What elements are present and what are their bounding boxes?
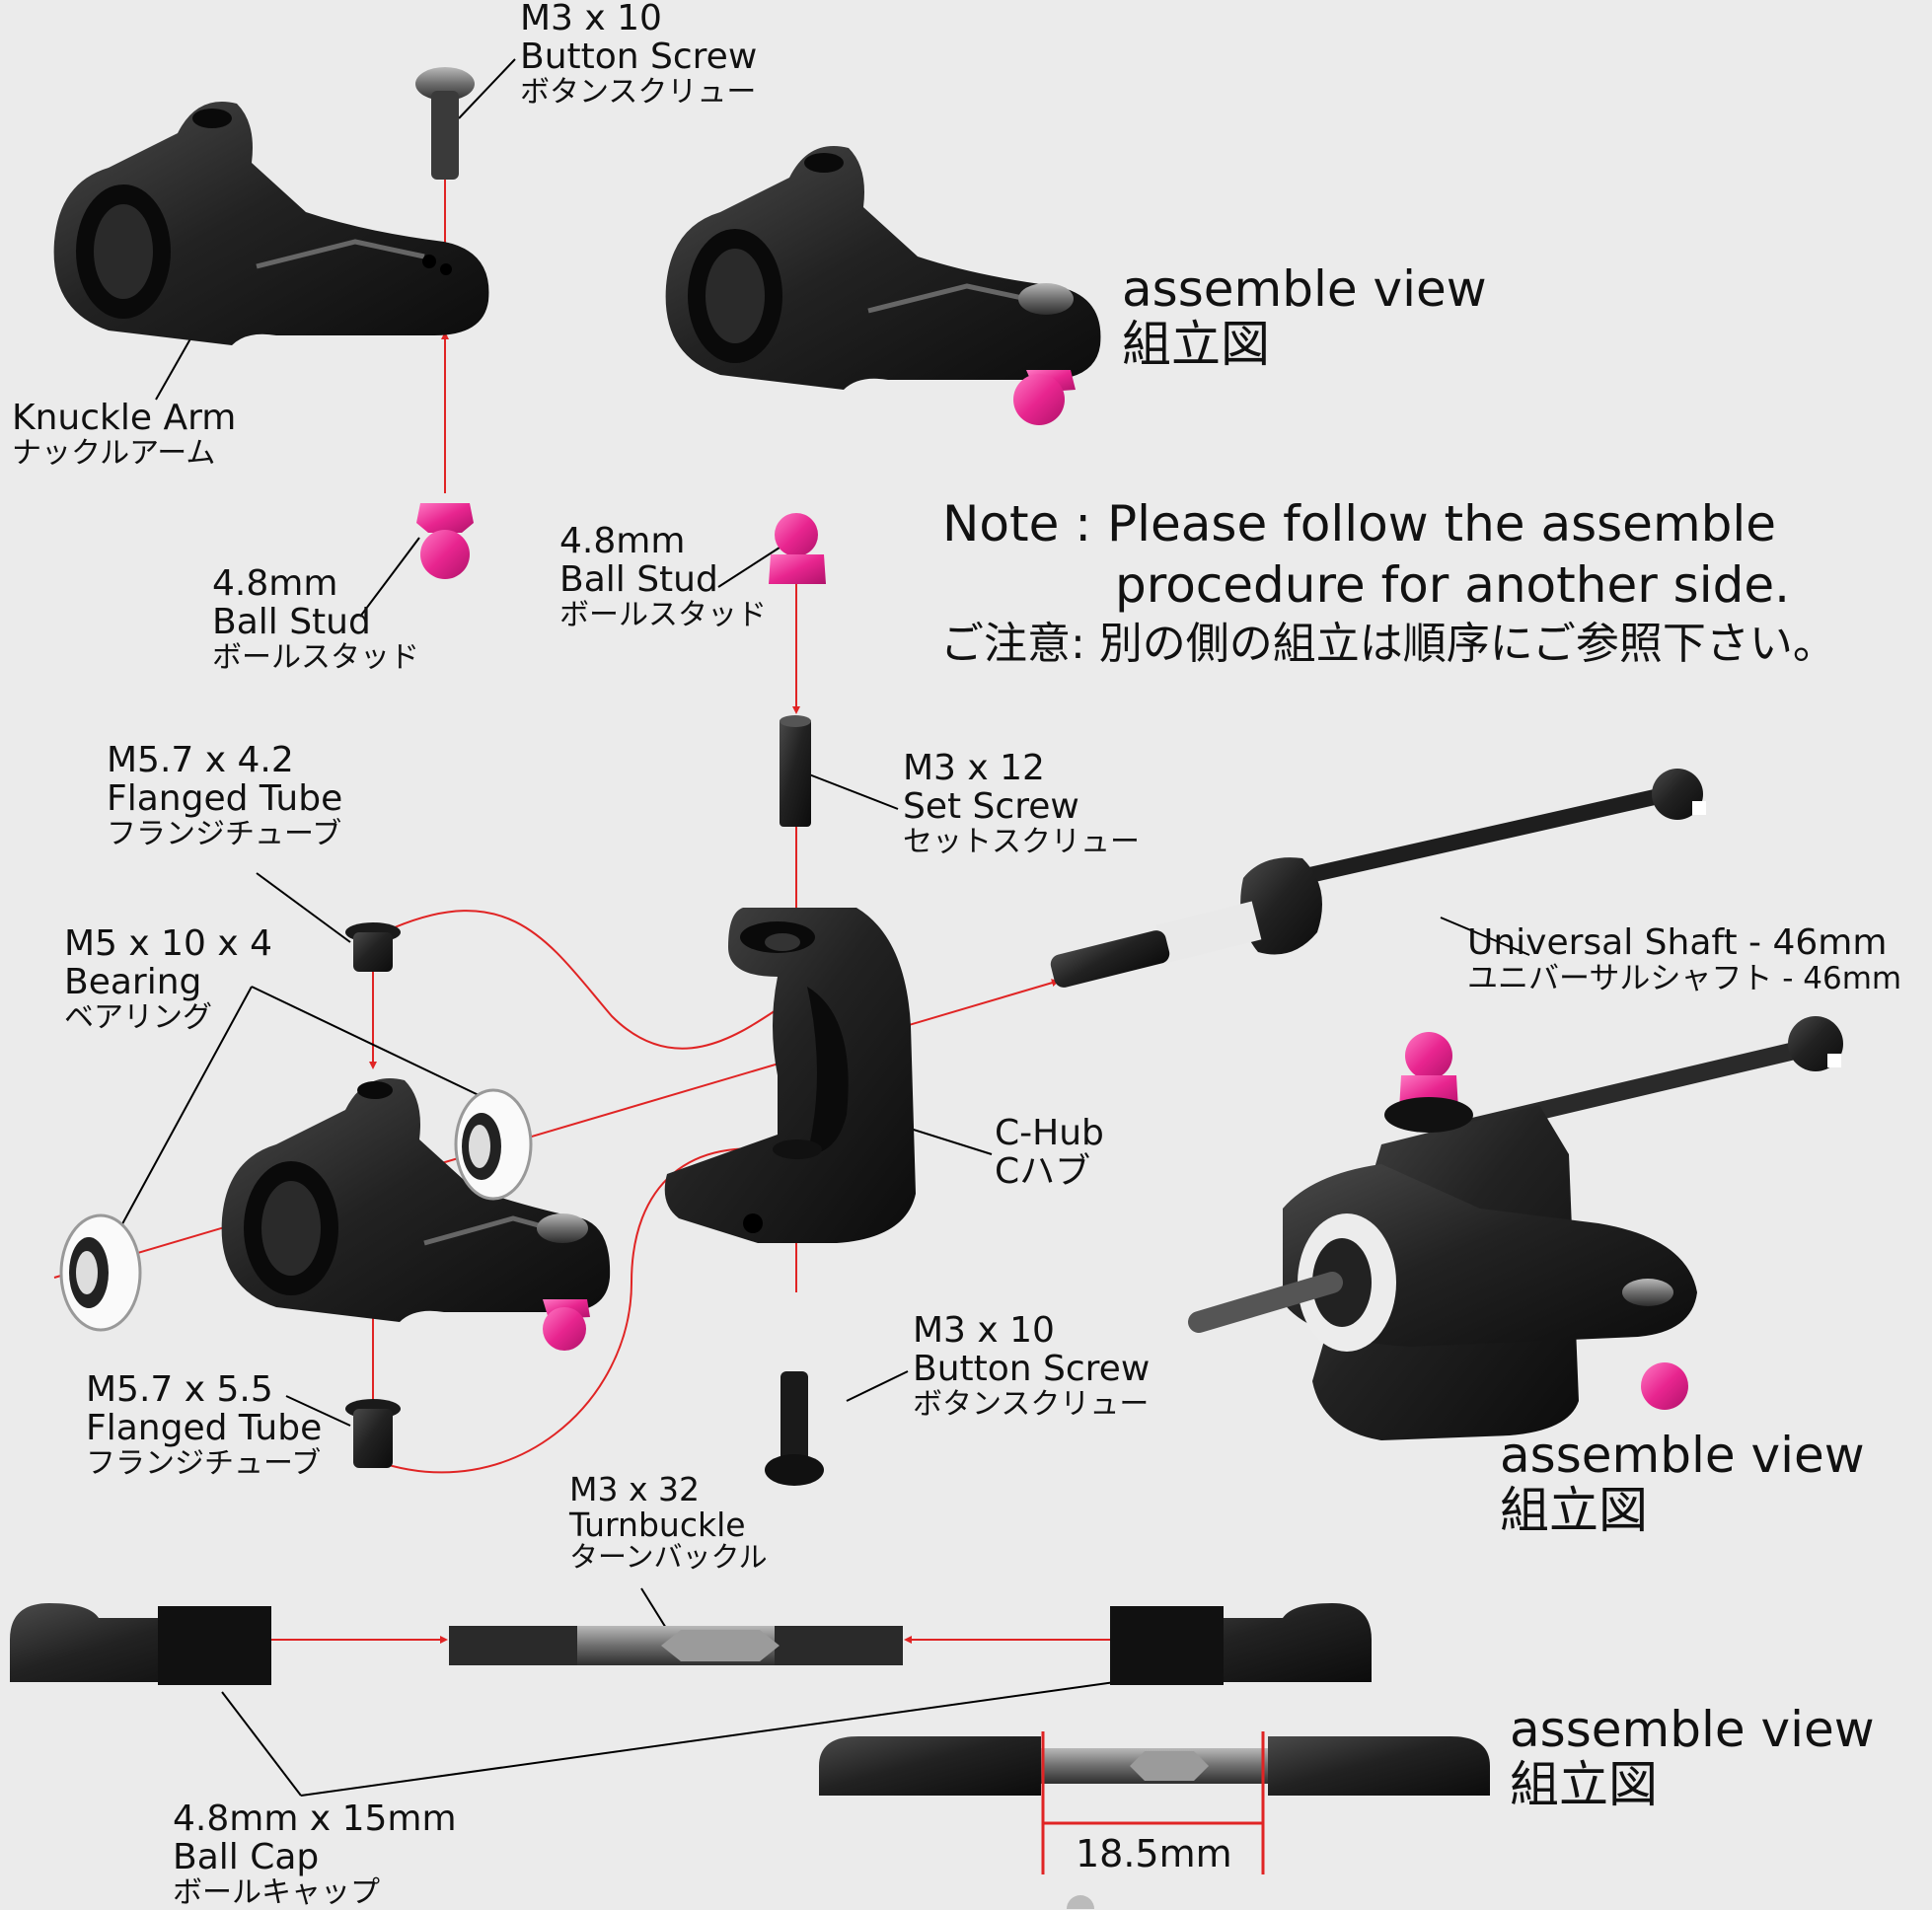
knuckle-arm-exploded <box>53 102 489 345</box>
label-bottom-screw: M3 x 10 Button Screw ボタンスクリュー <box>913 1310 1151 1422</box>
assemble-view-label-top: assemble view 組立図 <box>1122 261 1487 372</box>
dimension-lines <box>1041 1731 1265 1874</box>
label-name-jp: ナックルアーム <box>12 435 216 471</box>
label-name-jp: ベアリング <box>64 999 212 1035</box>
label-name-en: Turnbuckle <box>569 1505 746 1544</box>
label-name-jp: ボールキャップ <box>173 1874 380 1910</box>
label-universal-shaft: Universal Shaft - 46mm ユニバーサルシャフト - 46mm <box>1467 922 1902 996</box>
label-size: M3 x 12 <box>903 748 1045 788</box>
label-size: M5.7 x 5.5 <box>86 1369 273 1410</box>
ball-stud-center <box>769 513 826 584</box>
label-name-jp: Cハブ <box>995 1150 1091 1192</box>
label-name-en: Flanged Tube <box>107 777 343 819</box>
note-line-3: ご注意: 別の側の組立は順序にご参照下さい。 <box>940 619 1836 669</box>
label-flanged-tube-top: M5.7 x 4.2 Flanged Tube フランジチューブ <box>107 740 343 851</box>
ball-cap-right <box>1110 1603 1372 1685</box>
label-name-en: Button Screw <box>520 36 758 77</box>
assemble-view-en: assemble view <box>1122 260 1487 318</box>
assemble-view-jp: 組立図 <box>1500 1482 1648 1539</box>
label-name-en: Flanged Tube <box>86 1407 323 1448</box>
assemble-view-label-bottom: assemble view 組立図 <box>1510 1702 1875 1812</box>
flanged-tube-bottom <box>345 1399 401 1468</box>
bearing-right <box>454 1088 533 1201</box>
label-size: M3 x 10 <box>913 1310 1055 1351</box>
label-name-jp: セットスクリュー <box>903 824 1140 859</box>
label-ball-stud-center: 4.8mm Ball Stud ボールスタッド <box>559 521 767 632</box>
label-c-hub: C-Hub Cハブ <box>995 1113 1104 1192</box>
label-name-en: Button Screw <box>913 1348 1151 1389</box>
ball-stud-left <box>416 503 474 579</box>
cropped-part-edge <box>1067 1895 1094 1909</box>
label-name-jp: フランジチューブ <box>86 1445 322 1481</box>
label-size: M5.7 x 4.2 <box>107 740 294 780</box>
assembly-note: Note : Please follow the assemble proced… <box>940 493 1836 673</box>
label-name-jp: ボールスタッド <box>559 597 767 632</box>
label-name-jp: ボールスタッド <box>212 639 419 675</box>
dimension-label: 18.5mm <box>1076 1832 1232 1875</box>
universal-shaft-exploded <box>1050 769 1706 988</box>
label-name-jp: ユニバーサルシャフト - 46mm <box>1467 960 1902 996</box>
knuckle-arm-assembled <box>665 146 1101 425</box>
button-screw-top <box>415 67 475 180</box>
assemble-view-en: assemble view <box>1500 1427 1865 1484</box>
label-turnbuckle: M3 x 32 Turnbuckle ターンバックル <box>569 1472 768 1574</box>
label-bearing: M5 x 10 x 4 Bearing ベアリング <box>64 923 273 1035</box>
assemble-view-en: assemble view <box>1510 1701 1875 1758</box>
ball-cap-left <box>10 1603 271 1685</box>
label-name-jp: フランジチューブ <box>107 816 342 851</box>
label-top-screw: M3 x 10 Button Screw ボタンスクリュー <box>520 0 757 109</box>
label-flanged-tube-bottom: M5.7 x 5.5 Flanged Tube フランジチューブ <box>86 1369 323 1481</box>
label-knuckle-arm: Knuckle Arm ナックルアーム <box>12 398 237 471</box>
note-line-1: Note : Please follow the assemble <box>942 495 1777 552</box>
label-name-en: Ball Stud <box>559 558 718 600</box>
label-name-jp: ターンバックル <box>569 1540 768 1575</box>
label-size: 4.8mm <box>212 563 338 604</box>
label-name-en: Set Screw <box>903 785 1079 827</box>
label-name-en: Universal Shaft - 46mm <box>1467 922 1888 963</box>
label-size: M3 x 10 <box>520 0 662 38</box>
label-name-jp: ボタンスクリュー <box>913 1386 1150 1422</box>
label-size: M3 x 32 <box>569 1470 700 1508</box>
assemble-view-jp: 組立図 <box>1510 1756 1658 1813</box>
label-ball-cap: 4.8mm x 15mm Ball Cap ボールキャップ <box>173 1800 457 1909</box>
turnbuckle-assembled <box>819 1736 1490 1796</box>
turnbuckle-rod <box>449 1626 903 1665</box>
bearing-left <box>59 1213 142 1332</box>
label-size: 4.8mm <box>559 521 686 561</box>
label-size: M5 x 10 x 4 <box>64 923 273 964</box>
c-hub <box>664 908 916 1243</box>
label-set-screw: M3 x 12 Set Screw セットスクリュー <box>903 748 1140 859</box>
button-screw-bottom <box>765 1371 824 1486</box>
label-name-en: Ball Cap <box>173 1836 320 1877</box>
label-name-en: Ball Stud <box>212 601 371 642</box>
label-name-en: Knuckle Arm <box>12 398 237 438</box>
hub-assembled <box>1188 1016 1843 1440</box>
label-name-jp: ボタンスクリュー <box>520 74 757 110</box>
label-name-en: Bearing <box>64 961 202 1002</box>
assemble-view-label-middle: assemble view 組立図 <box>1500 1428 1865 1538</box>
label-name-en: C-Hub <box>995 1113 1104 1153</box>
label-size: 4.8mm x 15mm <box>173 1799 457 1839</box>
knuckle-arm-lower <box>221 1078 611 1351</box>
flanged-tube-top <box>345 922 401 972</box>
note-line-2: procedure for another side. <box>1115 556 1790 614</box>
set-screw <box>780 715 811 827</box>
label-ball-stud-left: 4.8mm Ball Stud ボールスタッド <box>212 563 419 675</box>
assemble-view-jp: 組立図 <box>1122 316 1270 373</box>
